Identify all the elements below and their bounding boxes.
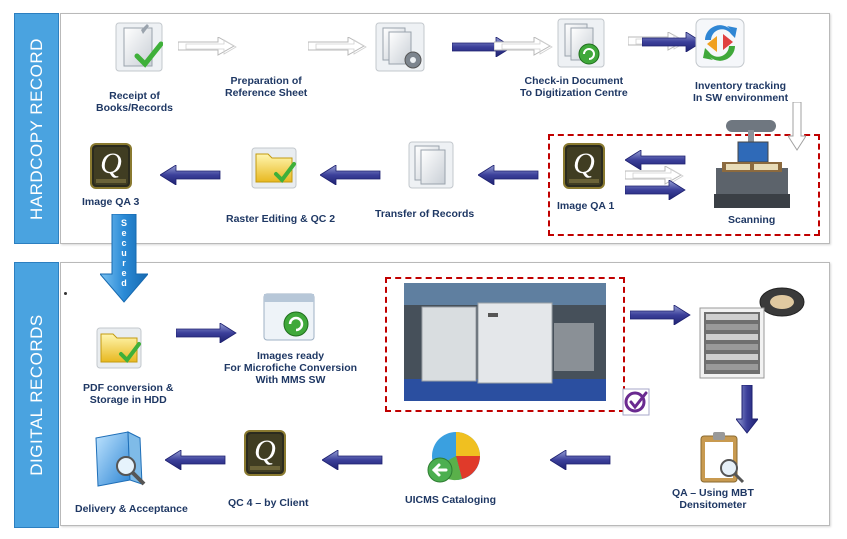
checkin-label: Check-in Document To Digitization Centre — [520, 75, 628, 99]
flow-arrow-inventory-to-scanning — [788, 102, 806, 152]
bullet-dot — [64, 292, 67, 295]
flow-arrow-film-to-qa — [736, 385, 758, 435]
raster-icon — [250, 140, 300, 190]
transfer-icon — [407, 140, 455, 190]
secured-label: S e c u r e d — [120, 218, 127, 288]
digital-section-label: DIGITAL RECORDS — [26, 314, 46, 476]
transfer-label: Transfer of Records — [375, 208, 475, 220]
scanning-highlight-box — [548, 134, 820, 236]
flow-arrow-transfer-to-raster — [320, 165, 382, 185]
receipt-label: Receipt of Books/Records — [96, 90, 174, 114]
qa-mbt-icon — [697, 430, 745, 486]
flow-arrow-raster-to-qa3 — [160, 165, 222, 185]
flow-arrow-qa1-to-scanning — [625, 180, 687, 200]
checkin-icon — [557, 18, 605, 68]
qa3-label: Image QA 3 — [82, 196, 140, 208]
flow-arrow-qa1-to-transfer — [478, 165, 540, 185]
flow-arrow-qc4-to-delivery — [165, 450, 227, 470]
inventory-label: Inventory tracking In SW environment — [693, 80, 789, 104]
flow-arrow-pdf-to-images-ready — [176, 323, 238, 343]
qa-mbt-label: QA – Using MBT Densitometer — [672, 487, 754, 511]
qa3-icon — [90, 143, 134, 191]
hardcopy-section-label: HARDCOPY RECORD — [26, 37, 46, 220]
inventory-icon — [695, 18, 745, 68]
scanner-image — [712, 118, 792, 210]
flow-arrow-uicms-to-qc4 — [322, 450, 384, 470]
flow-arrow-to-preparation-icon — [308, 37, 370, 57]
delivery-label: Delivery & Acceptance — [75, 503, 188, 515]
flow-arrow-qa-to-uicms — [550, 450, 612, 470]
images-ready-label: Images ready For Microfiche Conversion W… — [224, 350, 358, 386]
qc4-label: QC 4 – by Client — [228, 497, 309, 509]
uicms-icon — [422, 428, 484, 486]
qa1-label: Image QA 1 — [557, 200, 615, 212]
microfiche-machine-image — [404, 283, 606, 401]
receipt-icon — [115, 22, 163, 72]
flow-arrow-receipt-to-preparation — [178, 37, 240, 57]
images-ready-icon — [262, 290, 318, 344]
flow-arrow-to-checkin-icon — [494, 37, 556, 57]
pdf-icon — [95, 320, 145, 370]
hardcopy-section-band: HARDCOPY RECORD — [14, 13, 59, 244]
digital-section-band: DIGITAL RECORDS — [14, 262, 59, 528]
scanning-label: Scanning — [728, 214, 776, 226]
pdf-label: PDF conversion & Storage in HDD — [83, 382, 174, 406]
uicms-label: UICMS Cataloging — [405, 494, 496, 506]
microfilm-image — [696, 280, 808, 380]
delivery-icon — [90, 428, 152, 490]
qa1-icon — [563, 143, 607, 191]
secured-arrow — [100, 214, 148, 304]
preparation-icon — [375, 22, 425, 72]
microfiche-highlight-box — [385, 277, 625, 412]
preparation-label: Preparation of Reference Sheet — [225, 75, 308, 99]
flow-arrow-machine-to-film — [630, 305, 692, 325]
quality-check-badge — [622, 388, 650, 416]
raster-label: Raster Editing & QC 2 — [226, 213, 336, 225]
qc4-icon — [244, 430, 288, 478]
